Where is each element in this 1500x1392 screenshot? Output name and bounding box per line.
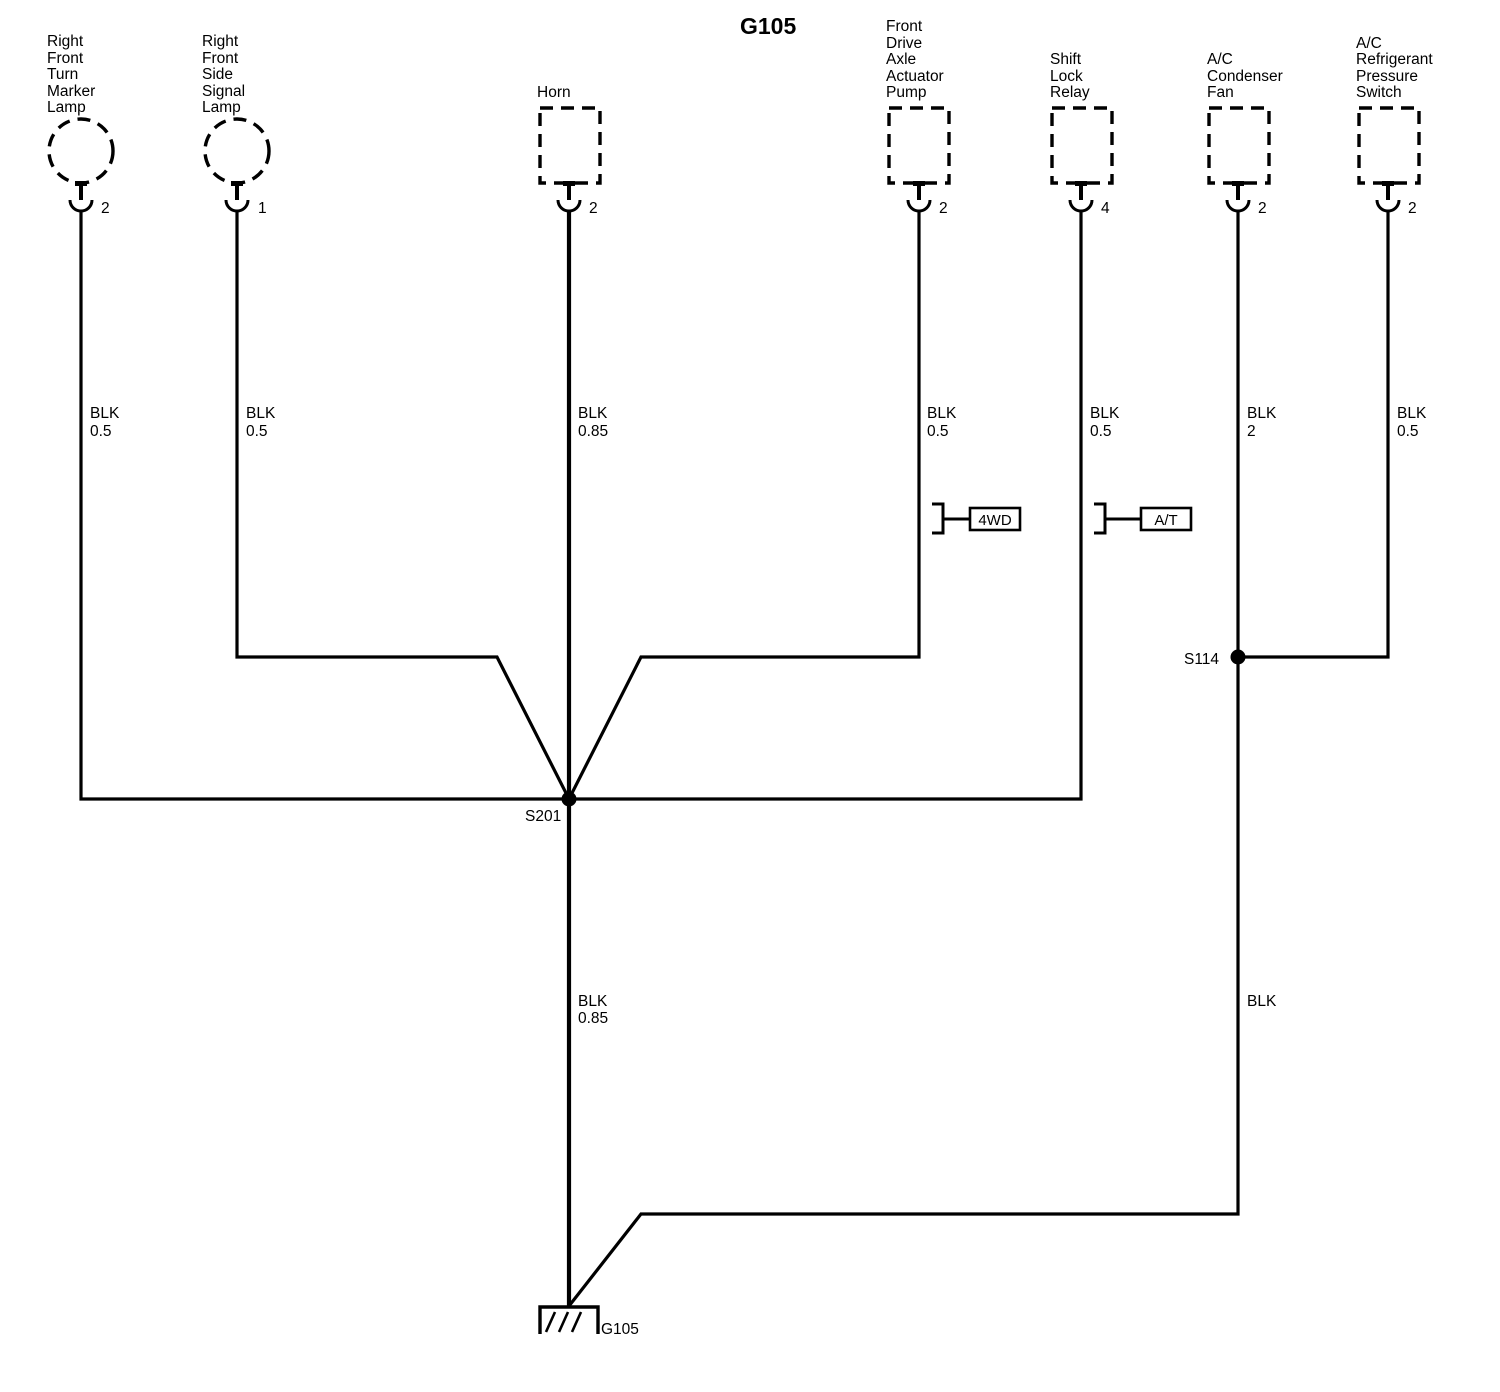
component-ac-condenser-fan[interactable]: A/C Condenser Fan 2 [1207, 51, 1287, 217]
terminal-icon [906, 181, 932, 213]
bracket-icon [1094, 502, 1107, 535]
component-label: Horn [537, 84, 571, 101]
wire-label: BLK 0.85 [578, 993, 612, 1027]
pin-number: 2 [1258, 200, 1267, 217]
ground-label: G105 [601, 1321, 639, 1338]
wire-2[interactable] [235, 211, 570, 798]
wire-label: BLK 0.5 [246, 405, 280, 440]
pin-number: 1 [258, 200, 267, 217]
option-4wd: 4WD [932, 502, 1022, 535]
component-label: Right Front Turn Marker Lamp [47, 33, 100, 116]
component-horn[interactable]: Horn 2 [537, 84, 602, 217]
component-rf-side-signal-lamp[interactable]: Right Front Side Signal Lamp 1 [202, 33, 271, 217]
splice-s114[interactable]: S114 [1184, 649, 1246, 669]
component-front-drive-axle-actuator-pump[interactable]: Front Drive Axle Actuator Pump 2 [886, 18, 951, 217]
pin-number: 2 [589, 200, 598, 217]
wire-label: BLK [1247, 993, 1277, 1010]
lamp-icon [47, 117, 115, 185]
splice-label: S201 [525, 808, 561, 825]
component-label: Right Front Side Signal Lamp [202, 33, 249, 116]
splice-label: S114 [1184, 651, 1219, 668]
option-label: A/T [1154, 512, 1177, 529]
bracket-icon [932, 502, 945, 535]
wire-7[interactable] [1238, 211, 1390, 659]
component-label: A/C Condenser Fan [1207, 51, 1287, 101]
pin-number: 4 [1101, 200, 1110, 217]
option-box [1139, 506, 1193, 532]
component-rf-turn-marker-lamp[interactable]: Right Front Turn Marker Lamp 2 [47, 33, 115, 217]
component-label: Front Drive Axle Actuator Pump [886, 18, 948, 101]
terminal-icon [1225, 181, 1251, 213]
wire-label: BLK 0.5 [927, 405, 961, 440]
lamp-icon [203, 117, 271, 185]
component-box-icon [887, 106, 951, 185]
option-box [968, 506, 1022, 532]
component-box-icon [538, 106, 602, 185]
wire-label: BLK 0.85 [578, 405, 612, 440]
wire-label: BLK 0.5 [1397, 405, 1431, 440]
component-label: A/C Refrigerant Pressure Switch [1356, 35, 1437, 101]
component-shift-lock-relay[interactable]: Shift Lock Relay 4 [1050, 51, 1114, 217]
component-box-icon [1357, 106, 1421, 185]
wire-label: BLK 2 [1247, 405, 1281, 440]
wire-1[interactable] [79, 211, 568, 801]
component-label: Shift Lock Relay [1050, 51, 1090, 101]
terminal-icon [224, 181, 250, 213]
terminal-icon [1375, 181, 1401, 213]
diagram-title: G105 [740, 13, 796, 39]
wire-label: BLK 0.5 [90, 405, 124, 440]
wire-4[interactable] [568, 211, 921, 798]
ground-g105[interactable]: G105 [538, 1305, 639, 1338]
wire-9[interactable] [567, 657, 1240, 1307]
option-label: 4WD [978, 512, 1012, 529]
terminal-icon [556, 181, 582, 213]
pin-number: 2 [939, 200, 948, 217]
component-ac-refrigerant-pressure-switch[interactable]: A/C Refrigerant Pressure Switch 2 [1356, 35, 1437, 217]
component-box-icon [1207, 106, 1271, 185]
wire-label: BLK 0.5 [1090, 405, 1124, 440]
splice-dot-icon [561, 791, 577, 807]
splice-s201[interactable]: S201 [525, 791, 577, 826]
wire-5[interactable] [570, 211, 1083, 801]
splice-dot-icon [1230, 649, 1246, 665]
component-box-icon [1050, 106, 1114, 185]
option-at: A/T [1094, 502, 1193, 535]
terminal-icon [68, 181, 94, 213]
terminal-icon [1068, 181, 1094, 213]
ground-icon [538, 1305, 600, 1334]
pin-number: 2 [101, 200, 110, 217]
pin-number: 2 [1408, 200, 1417, 217]
